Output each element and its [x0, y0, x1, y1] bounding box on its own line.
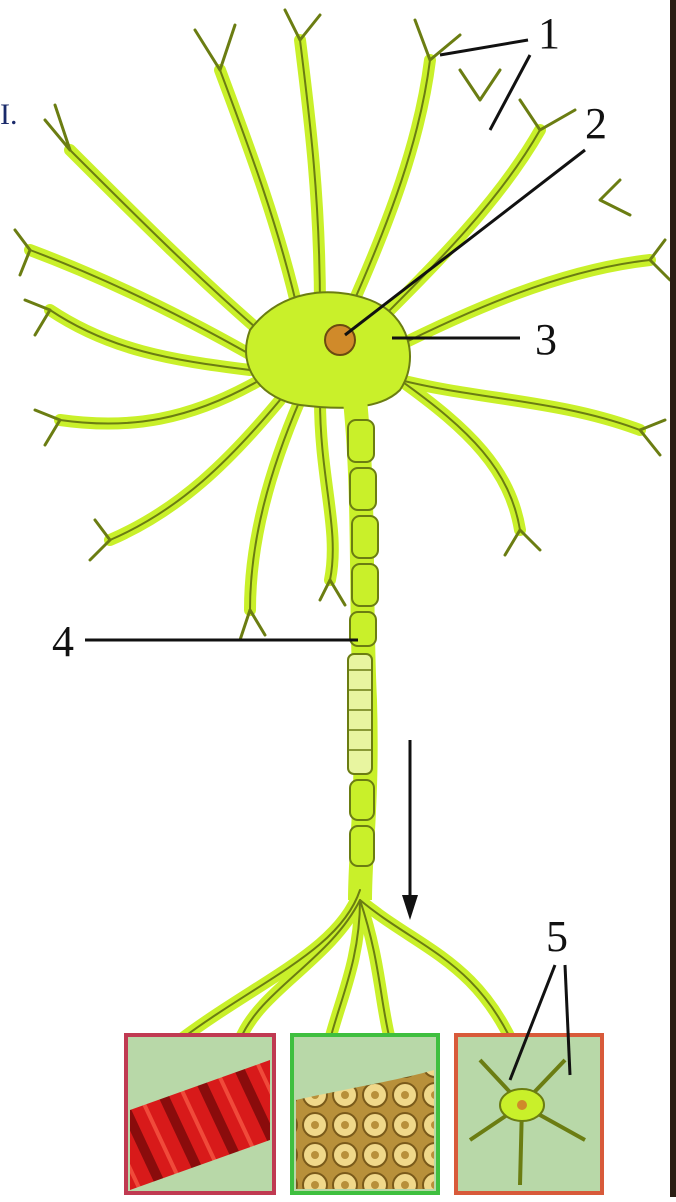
label-nerve-endings: 5: [546, 915, 568, 959]
label-axon: 4: [52, 620, 74, 664]
right-edge-border: [670, 0, 676, 1197]
label-nucleus: 2: [585, 102, 607, 146]
neuron-target-box: [456, 1035, 602, 1193]
corner-text: I.: [0, 100, 18, 130]
gland-target-box: [292, 1035, 438, 1193]
axon: [348, 400, 378, 900]
downward-arrow-icon: [402, 740, 418, 920]
muscle-target-box: [126, 1035, 274, 1193]
label-dendrites: 1: [538, 12, 560, 56]
label-cell-body: 3: [535, 318, 557, 362]
